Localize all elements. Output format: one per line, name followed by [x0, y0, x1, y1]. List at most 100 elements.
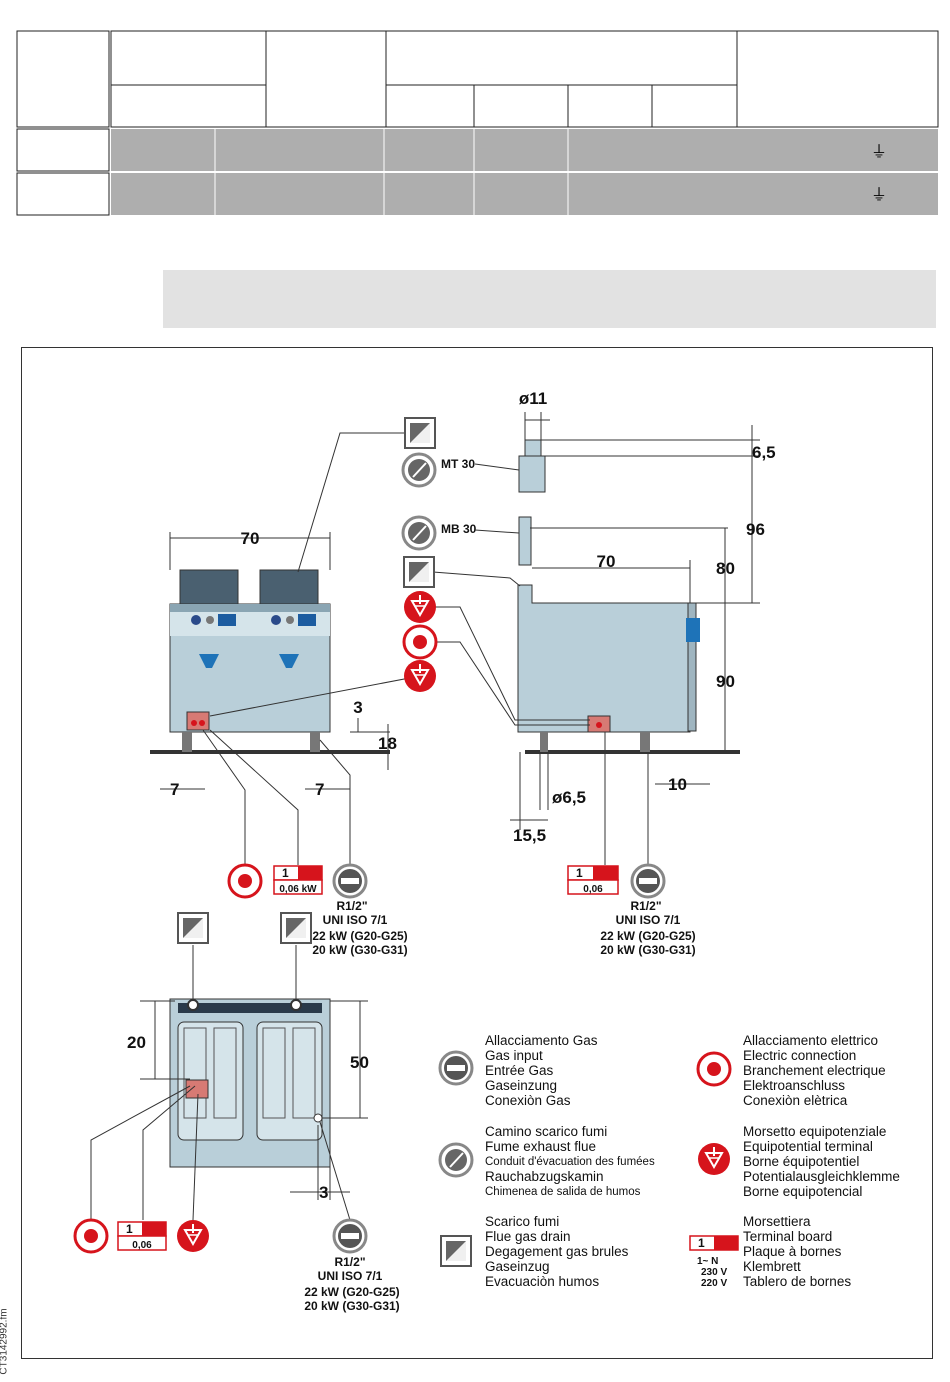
svg-text:Equipotential terminal: Equipotential terminal: [743, 1139, 873, 1154]
electric-icon: [73, 1218, 109, 1254]
svg-text:Evacuaciòn humos: Evacuaciòn humos: [485, 1274, 599, 1289]
gas-thread: R1/2": [336, 899, 367, 913]
svg-text:Conduit d'évacuation des fumée: Conduit d'évacuation des fumées: [485, 1156, 655, 1168]
equipotential-icon: [697, 1142, 731, 1176]
dim-15-5: 15,5: [513, 826, 546, 845]
side-view: ø11 6,5 96 80 70 90 10 ø6,5 15,5 MT 30 M…: [432, 389, 776, 865]
svg-text:1~ N: 1~ N: [697, 1256, 718, 1267]
dim-90: 90: [716, 672, 735, 691]
drawing-frame: [21, 347, 933, 1359]
ground-icon: ⏚: [871, 186, 887, 204]
svg-text:Borne equipotencial: Borne equipotencial: [743, 1184, 862, 1199]
equipotential-icon: [176, 1219, 210, 1253]
front-view: 70 3 18 7 7: [150, 432, 421, 865]
spec-table: ⏚ ⏚: [16, 30, 939, 216]
exhaust-icon: [404, 417, 436, 449]
exhaust-icon: [280, 912, 312, 944]
notice-bar: [163, 270, 936, 328]
svg-text:Morsetto equipotenziale: Morsetto equipotenziale: [743, 1124, 886, 1139]
dim-10: 10: [668, 775, 687, 794]
gas-power-2: 20 kW (G30-G31): [312, 943, 407, 957]
dim-7-right: 7: [315, 780, 324, 799]
svg-text:Gaseinzug: Gaseinzug: [485, 1259, 550, 1274]
dim-80: 80: [716, 559, 735, 578]
equipotential-icon: [403, 659, 437, 693]
svg-text:Conexiòn Gas: Conexiòn Gas: [485, 1093, 571, 1108]
svg-text:1: 1: [698, 1236, 705, 1250]
gas-icon: [332, 863, 368, 899]
gas-standard: UNI ISO 7/1: [616, 913, 681, 927]
dim-3-top: 3: [319, 1183, 328, 1202]
gas-thread: R1/2": [630, 899, 661, 913]
gas-icon: [332, 1218, 368, 1254]
gas-power-2: 20 kW (G30-G31): [600, 943, 695, 957]
exhaust-icon: [177, 912, 209, 944]
dim-50: 50: [350, 1053, 369, 1072]
dim-96: 96: [746, 520, 765, 539]
svg-text:Scarico fumi: Scarico fumi: [485, 1214, 559, 1229]
svg-text:220 V: 220 V: [701, 1278, 727, 1289]
gas-standard: UNI ISO 7/1: [323, 913, 388, 927]
svg-text:Entrée Gas: Entrée Gas: [485, 1063, 554, 1078]
dim-18: 18: [378, 734, 397, 753]
gas-standard: UNI ISO 7/1: [318, 1269, 383, 1283]
svg-text:Potentialausgleichklemme: Potentialausgleichklemme: [743, 1169, 900, 1184]
label-mb30: MB 30: [441, 522, 477, 536]
fume-exhaust-flue-icon: [401, 515, 437, 551]
dim-d6-5: ø6,5: [552, 788, 586, 807]
dim-70: 70: [597, 552, 616, 571]
svg-text:Flue gas drain: Flue gas drain: [485, 1229, 571, 1244]
svg-text:1: 1: [576, 866, 583, 880]
gas-power-1: 22 kW (G20-G25): [312, 929, 407, 943]
svg-text:Allacciamento elettrico: Allacciamento elettrico: [743, 1033, 878, 1048]
svg-text:Plaque à bornes: Plaque à bornes: [743, 1244, 842, 1259]
svg-text:Allacciamento Gas: Allacciamento Gas: [485, 1033, 598, 1048]
fume-exhaust-flue-icon: [401, 452, 437, 488]
svg-text:0,06: 0,06: [583, 884, 603, 895]
gas-power-1: 22 kW (G20-G25): [304, 1285, 399, 1299]
svg-text:Borne équipotentiel: Borne équipotentiel: [743, 1154, 859, 1169]
svg-text:230 V: 230 V: [701, 1267, 727, 1278]
electric-icon: [227, 863, 263, 899]
svg-text:Fume exhaust flue: Fume exhaust flue: [485, 1139, 596, 1154]
svg-text:Morsettiera: Morsettiera: [743, 1214, 811, 1229]
svg-text:Conexiòn elètrica: Conexiòn elètrica: [743, 1093, 848, 1108]
svg-text:1: 1: [282, 866, 289, 880]
file-code: CT3142992.fm: [0, 1308, 10, 1375]
label-mt30: MT 30: [441, 457, 475, 471]
exhaust-icon: [403, 556, 435, 588]
svg-text:Tablero de bornes: Tablero de bornes: [743, 1274, 851, 1289]
gas-power-2: 20 kW (G30-G31): [304, 1299, 399, 1313]
gas-icon: [630, 863, 666, 899]
gas-power-1: 22 kW (G20-G25): [600, 929, 695, 943]
terminal-board-icon: 1 0,06: [567, 865, 619, 895]
terminal-board-icon: 1 0,06 kW: [273, 865, 323, 895]
svg-text:0,06 kW: 0,06 kW: [279, 884, 317, 895]
equipotential-icon: [403, 590, 437, 624]
svg-text:Chimenea de salida de humos: Chimenea de salida de humos: [485, 1186, 641, 1198]
svg-text:0,06: 0,06: [132, 1240, 152, 1251]
dim-d11: ø11: [519, 389, 547, 408]
svg-text:Degagement gas brules: Degagement gas brules: [485, 1244, 629, 1259]
top-view: 20 50 3: [90, 945, 369, 1221]
legend: Allacciamento Gas Gas input Entrée Gas G…: [438, 1033, 900, 1289]
dim-width: 70: [241, 529, 260, 548]
svg-text:Klembrett: Klembrett: [743, 1259, 801, 1274]
fume-exhaust-flue-icon: [438, 1142, 474, 1178]
svg-text:Branchement electrique: Branchement electrique: [743, 1063, 886, 1078]
dim-6-5: 6,5: [752, 443, 776, 462]
svg-text:Rauchabzugskamin: Rauchabzugskamin: [485, 1169, 604, 1184]
gas-icon: [438, 1050, 474, 1086]
svg-text:Terminal board: Terminal board: [743, 1229, 832, 1244]
svg-text:Elektroanschluss: Elektroanschluss: [743, 1078, 845, 1093]
exhaust-icon: [440, 1235, 472, 1267]
electric-icon: [402, 624, 438, 660]
svg-text:Gas input: Gas input: [485, 1048, 543, 1063]
gas-thread: R1/2": [334, 1255, 365, 1269]
ground-icon: ⏚: [871, 143, 887, 161]
svg-text:Electric connection: Electric connection: [743, 1048, 856, 1063]
terminal-board-icon: 1 0,06: [117, 1221, 167, 1251]
svg-text:Gaseinzung: Gaseinzung: [485, 1078, 557, 1093]
dim-20: 20: [127, 1033, 146, 1052]
